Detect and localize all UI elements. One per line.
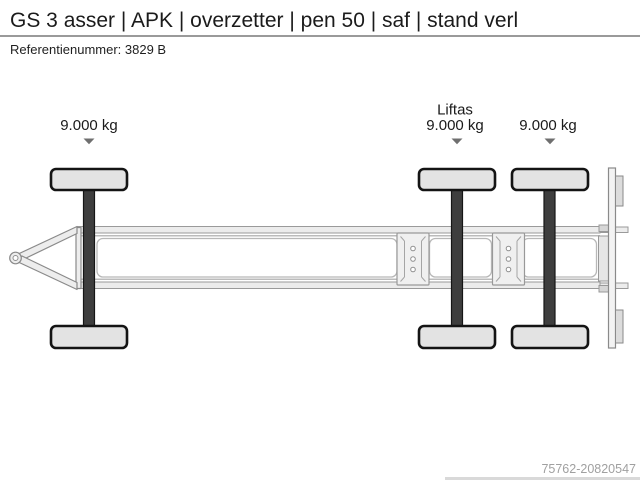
rear-mount-tab	[598, 224, 610, 232]
axle-weight-label-3: 9.000 kg	[519, 117, 577, 134]
frame-panel	[521, 237, 598, 278]
bolt-hole	[505, 266, 512, 273]
axle-weight-label-1: 9.000 kg	[60, 117, 118, 134]
crossmember-plate	[396, 232, 430, 286]
reference-number: Referentienummer: 3829 B	[10, 42, 167, 57]
drawbar	[9, 225, 82, 291]
tire-axle3-top	[510, 167, 590, 192]
crossmember-plate	[491, 232, 526, 286]
bolt-hole	[410, 245, 416, 252]
listing-number: 75762-20820547	[541, 462, 636, 476]
towing-eye-hole	[12, 255, 19, 261]
tire-axle1-bottom	[49, 324, 129, 350]
bolt-hole	[505, 245, 512, 252]
rear-marker-plate	[615, 175, 624, 207]
page-title: GS 3 asser | APK | overzetter | pen 50 |…	[10, 9, 519, 32]
rear-end-assembly	[598, 167, 629, 349]
down-arrow-icon	[83, 138, 95, 145]
axle-bar-1	[82, 185, 96, 333]
bolt-hole	[505, 256, 512, 262]
tire-axle2-top	[417, 167, 497, 192]
drawbar-arm-bottom	[15, 255, 78, 291]
tire-axle1-top	[49, 167, 129, 192]
down-arrow-icon	[544, 138, 556, 145]
down-arrow-icon	[451, 138, 463, 145]
tire-axle2-bottom	[417, 324, 497, 350]
axle-bar-3	[543, 185, 556, 333]
front-crossmember	[75, 226, 82, 290]
top-rail	[77, 226, 601, 234]
bolt-hole	[410, 266, 416, 273]
axle-labels: 9.000 kg Liftas 9.000 kg 9.000 kg	[60, 102, 577, 145]
bottom-edge-strip	[445, 477, 640, 480]
rear-marker-plate	[615, 309, 624, 344]
tires	[49, 167, 590, 350]
frame-panel	[96, 237, 398, 278]
axle-weight-label-2: 9.000 kg	[426, 117, 484, 134]
drawbar-arm-top	[15, 225, 78, 261]
lift-axle-label-2: Liftas	[437, 102, 473, 119]
title-divider-line	[0, 35, 640, 37]
bolt-hole	[410, 256, 416, 262]
tire-axle3-bottom	[510, 324, 590, 350]
axle-bar-2	[450, 185, 464, 333]
rear-bumper-bar	[607, 167, 617, 349]
rear-mount-tab	[598, 285, 610, 293]
